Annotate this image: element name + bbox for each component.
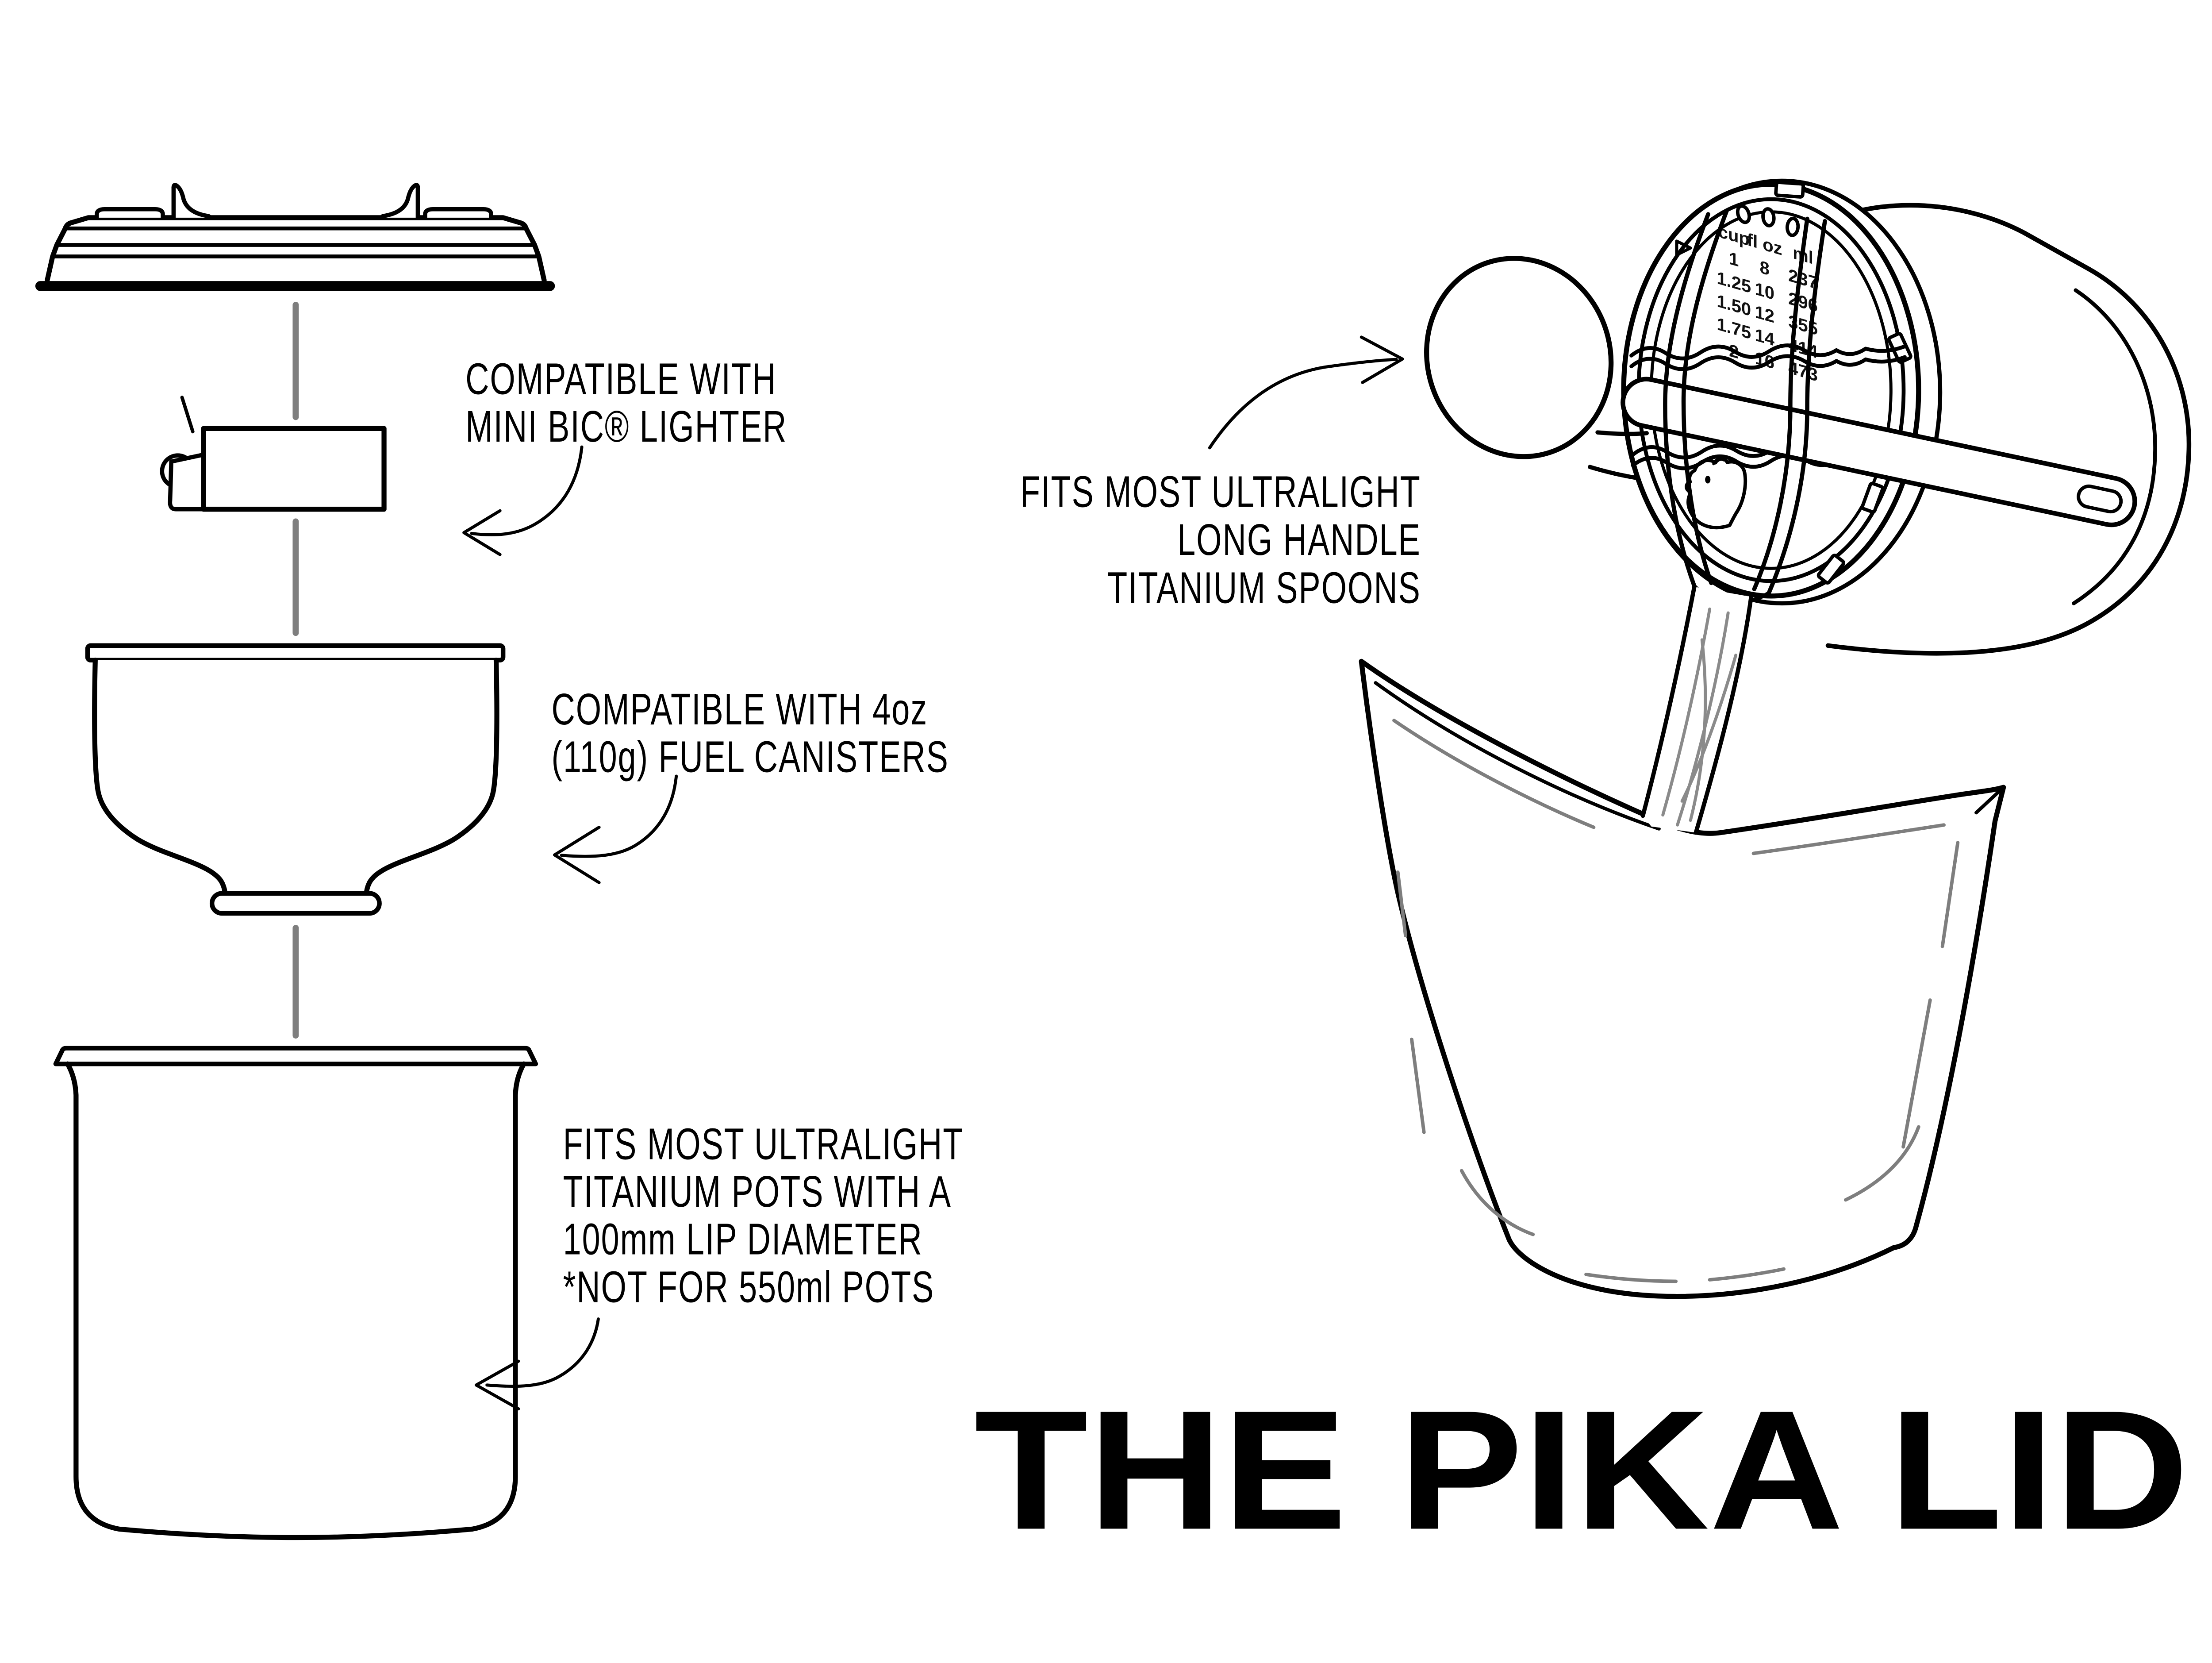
pouch-crease	[1751, 823, 1946, 855]
annotation-lighter: COMPATIBLE WITH MINI BIC® LIGHTER	[465, 354, 787, 451]
stream-streak	[1661, 607, 1712, 817]
stream-edge	[1694, 594, 1754, 835]
lighter-flint-lever	[180, 396, 195, 434]
water-stream-illustration	[1640, 585, 1754, 835]
canister-rim	[85, 643, 506, 663]
scale-cell: 8	[1760, 257, 1770, 279]
annotation-pot-line2: TITANIUM POTS WITH A	[563, 1167, 952, 1216]
arrow-curve	[1208, 358, 1398, 450]
lid-vent-hole	[1785, 216, 1800, 237]
annotation-pot-line3: 100mm LIP DIAMETER	[563, 1215, 923, 1264]
arrow-curve	[470, 445, 584, 536]
lid-shoulder-right	[423, 207, 494, 220]
strap-vertical	[1663, 212, 1710, 589]
annotation-pot: FITS MOST ULTRALIGHT TITANIUM POTS WITH …	[563, 1120, 964, 1312]
page-title: THE PIKA LID	[974, 1376, 2189, 1565]
annotation-spoon: FITS MOST ULTRALIGHT LONG HANDLE TITANIU…	[1020, 467, 1421, 612]
pot-end-rim	[2072, 288, 2157, 605]
lighter-body	[201, 426, 387, 512]
spoon-bowl	[1424, 256, 1614, 459]
annotation-spoon-line1: FITS MOST ULTRALIGHT	[1020, 467, 1421, 516]
arrow-curve	[485, 1317, 600, 1388]
spoon-handle-illustration	[1621, 377, 2137, 527]
canister-wall-left	[92, 658, 499, 897]
strap-vertical	[1767, 219, 1827, 595]
stream-streak	[1680, 654, 1738, 803]
annotation-lighter-line2: MINI BIC® LIGHTER	[465, 402, 787, 451]
spoon-neck-line	[1595, 430, 1649, 436]
pika-head-outline	[1685, 457, 1747, 530]
pouch-crease	[1843, 1125, 1920, 1202]
canister-stand-illustration	[85, 643, 506, 916]
curved-arrow-icon	[1208, 335, 1404, 450]
arrow-head	[462, 509, 502, 556]
lid-fin-left	[171, 183, 213, 220]
curved-arrow-icon	[474, 1317, 600, 1411]
pouch-crease	[1708, 1267, 1786, 1282]
pot-lip	[53, 1046, 538, 1066]
spoon-handle-slot	[2077, 484, 2123, 514]
pour-spout-marker-icon	[1675, 239, 1692, 257]
pot-illustration	[53, 1046, 538, 1540]
arrow-head	[553, 825, 601, 884]
lid-vertical-straps	[1663, 209, 1827, 603]
arrow-head	[1359, 335, 1404, 384]
lid-vent-hole	[1736, 204, 1751, 224]
food-pouch-illustration	[1359, 658, 2006, 1299]
lid-outer-ring	[1621, 181, 1921, 599]
pika-logo	[1685, 457, 1747, 530]
strap-band	[1629, 354, 1907, 371]
lighter-thumb-lever	[168, 452, 206, 512]
lid-shoulder-left	[94, 207, 165, 220]
lighter-illustration	[160, 396, 387, 512]
pouch-crease	[1901, 998, 1932, 1149]
pika-eye	[1705, 476, 1711, 484]
arrow-head	[474, 1359, 520, 1411]
annotation-pot-line1: FITS MOST ULTRALIGHT	[563, 1120, 964, 1169]
pot-body	[65, 1061, 526, 1540]
scale-cell: 1	[1729, 248, 1739, 270]
pouch-top-fold	[1374, 681, 1661, 831]
stream-streak	[1689, 638, 1707, 822]
stream-edge	[1640, 585, 1697, 818]
annotation-spoon-line2: LONG HANDLE	[1177, 515, 1421, 564]
lid-base-bar	[35, 281, 555, 291]
spoon-neck-line	[1587, 465, 1637, 480]
spoon-handle	[1621, 377, 2137, 527]
annotation-canister-line1: COMPATIBLE WITH 4oz	[552, 685, 928, 734]
canister-foot	[209, 891, 382, 916]
lid-lug	[1816, 554, 1846, 585]
stream-fill	[1643, 587, 1751, 833]
lid-side-view-illustration	[35, 183, 555, 291]
lid-fin-right	[379, 183, 420, 220]
pouch-crease	[1940, 841, 1960, 948]
strap-band	[1629, 343, 1907, 361]
annotation-spoon-line3: TITANIUM SPOONS	[1107, 563, 1421, 612]
strap-vertical	[1752, 216, 1809, 592]
pouch-crease	[1459, 1169, 1535, 1236]
pouch-crease	[1410, 1037, 1426, 1134]
spoon-bowl-illustration	[1424, 256, 1649, 480]
lid-lug	[1774, 181, 1805, 199]
arrow-curve	[560, 774, 678, 858]
pot-outline	[1802, 203, 2192, 656]
annotation-lighter-line1: COMPATIBLE WITH	[465, 354, 776, 403]
annotation-canister: COMPATIBLE WITH 4oz (110g) FUEL CANISTER…	[552, 685, 949, 781]
annotation-canister-line2: (110g) FUEL CANISTERS	[552, 732, 949, 781]
pouch-outline	[1359, 658, 2006, 1299]
lid-lug	[1860, 481, 1885, 514]
pouch-corner-notch	[1974, 785, 2005, 815]
curved-arrow-icon	[553, 774, 678, 884]
lid-vent-hole	[1761, 207, 1776, 227]
curved-arrow-icon	[462, 445, 584, 556]
annotation-pot-line4: *NOT FOR 550ml POTS	[563, 1263, 935, 1312]
pika-ear	[1712, 458, 1725, 466]
pouch-crease	[1396, 870, 1407, 938]
pouch-crease	[1584, 1272, 1678, 1283]
pouch-crease	[1392, 719, 1596, 829]
strap-vertical	[1681, 209, 1729, 585]
